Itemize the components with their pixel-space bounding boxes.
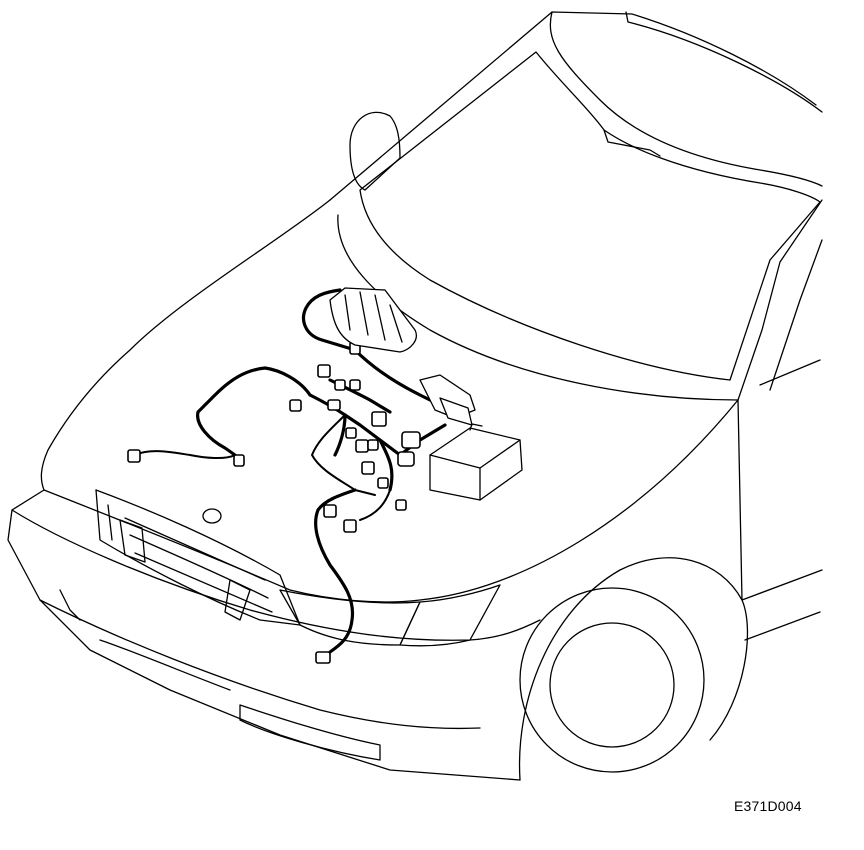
battery [429,423,523,501]
fuse-box [419,374,476,426]
car-body [7,11,823,781]
figure-code: E371D004 [734,798,802,814]
connectors [127,341,421,664]
engine-cover [329,287,417,353]
